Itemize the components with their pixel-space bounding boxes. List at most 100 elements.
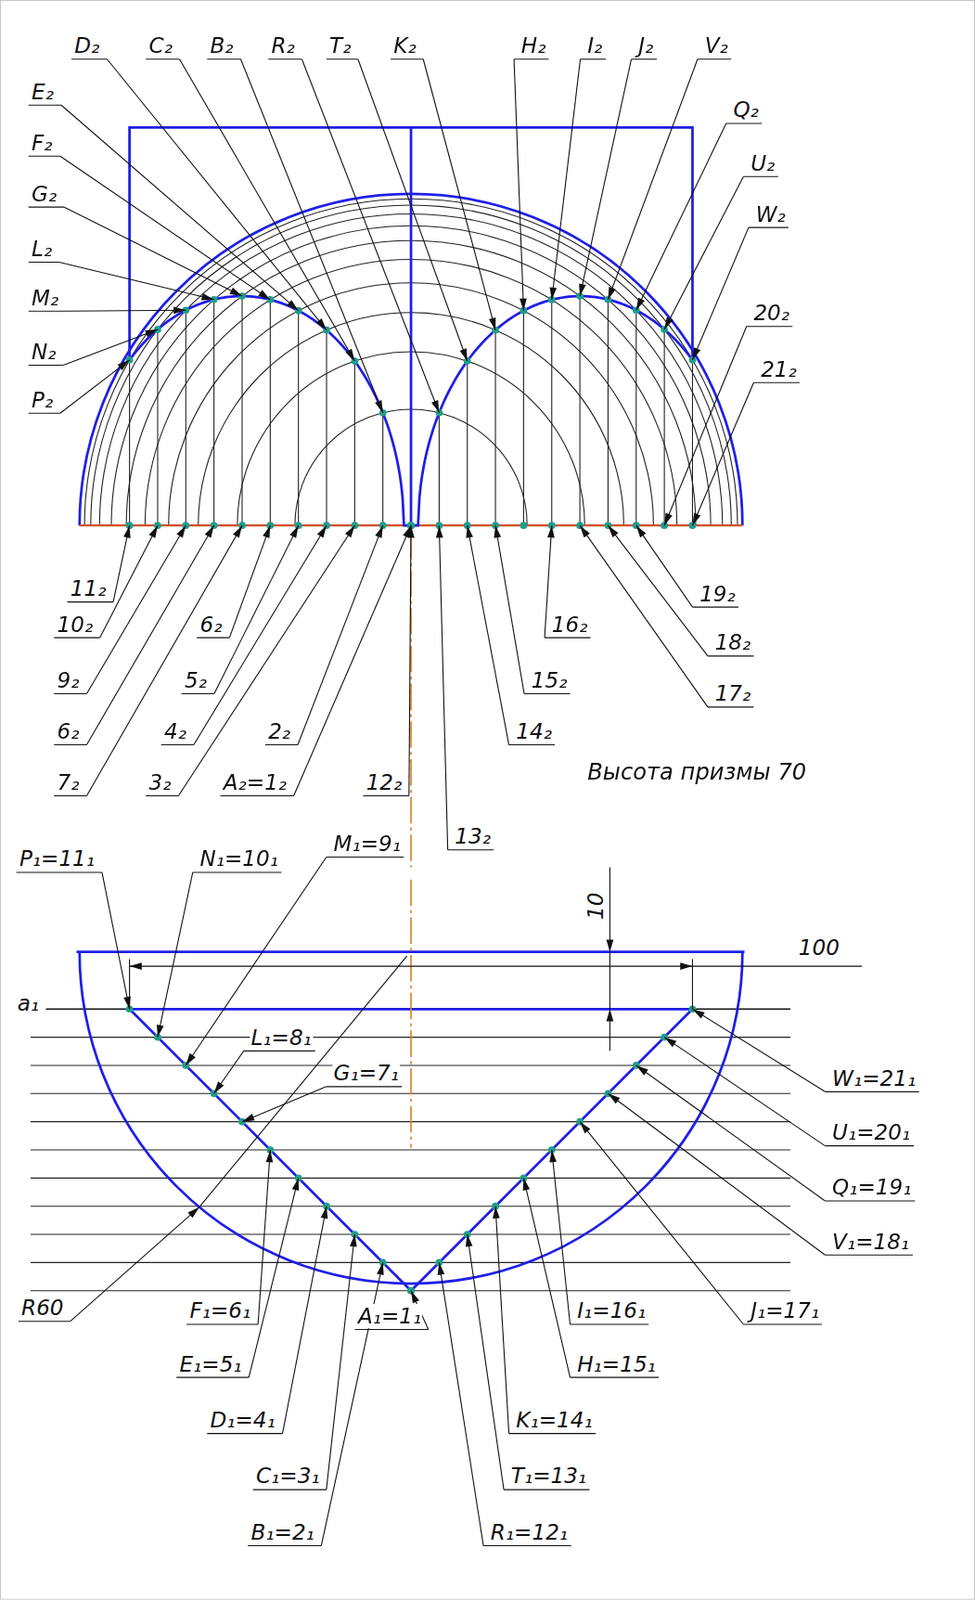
label-shelf	[326, 58, 359, 60]
leader-line	[297, 525, 384, 745]
point-label: M₂	[30, 285, 60, 310]
leader-arrow	[578, 282, 587, 296]
leader-arrow	[266, 1149, 274, 1162]
leader-arrow	[460, 347, 468, 361]
leader-line	[326, 1233, 356, 1489]
label-shelf	[513, 58, 549, 60]
point-label: P₁=11₁	[18, 846, 96, 871]
leader-line	[607, 59, 698, 300]
point-label: 14₂	[514, 718, 553, 744]
point-label: 4₂	[163, 718, 188, 744]
projection-line	[325, 330, 327, 526]
leader-line	[65, 309, 186, 311]
leader-line	[636, 525, 693, 607]
leader-line	[636, 1064, 826, 1201]
projection-line	[213, 299, 215, 526]
label-shelf	[28, 261, 60, 263]
point-label: T₂	[328, 33, 353, 58]
projection-line	[354, 360, 356, 526]
label-shelf	[206, 58, 241, 60]
leader-line	[495, 1205, 510, 1434]
projection-line	[635, 309, 637, 526]
point-label: F₂	[30, 130, 54, 155]
leader-line	[579, 59, 631, 296]
leader-line	[214, 1050, 244, 1093]
label-shelf	[570, 1376, 660, 1378]
label-shelf	[28, 206, 65, 208]
leader-line	[60, 359, 130, 413]
projection-line	[382, 412, 384, 526]
leader-line	[229, 525, 270, 638]
leader-arrow	[579, 525, 591, 538]
label-shelf	[390, 58, 424, 60]
point-label: 6₂	[55, 718, 80, 744]
point-label: C₂	[147, 33, 174, 58]
label-shelf	[824, 1144, 914, 1146]
leader-arrow	[286, 299, 298, 311]
point-label: K₁=14₁	[514, 1407, 594, 1432]
leader-line	[664, 176, 744, 330]
point-label: E₁=5₁	[178, 1351, 243, 1376]
point-label: R₂	[269, 33, 296, 58]
point-label: V₂	[704, 33, 730, 58]
label-shelf	[268, 58, 302, 60]
point-label: 3₂	[147, 769, 172, 795]
point-label: 9₂	[55, 667, 80, 693]
leader-line	[214, 525, 299, 693]
label-shelf	[145, 795, 179, 796]
label-shelf	[824, 1199, 915, 1201]
leader-arrow	[607, 525, 618, 538]
leader-arrow	[407, 525, 415, 538]
point-label: N₁=10₁	[198, 846, 280, 871]
point-label: H₁=15₁	[576, 1351, 657, 1376]
leader-line	[551, 59, 581, 300]
leader-arrow	[494, 525, 502, 539]
leader-line	[495, 525, 525, 693]
leader-arrow	[320, 1205, 329, 1219]
point-label: V₁=18₁	[831, 1229, 911, 1254]
point-label: 17₂	[714, 680, 753, 706]
leader-arrow	[410, 1290, 420, 1304]
level-line	[30, 1232, 791, 1234]
leader-arrow	[173, 307, 186, 315]
point-label: U₂	[749, 151, 776, 176]
label-shelf	[186, 1322, 258, 1324]
label-shelf	[53, 637, 100, 639]
point-label: W₂	[755, 202, 787, 227]
leader-line	[86, 525, 186, 693]
label-shelf	[748, 227, 789, 229]
leader-line	[692, 1008, 825, 1091]
leader-arrow	[636, 1064, 649, 1076]
point-dot	[660, 325, 668, 334]
leader-line	[636, 123, 727, 310]
point-label: R₁=12₁	[489, 1519, 569, 1544]
projection-line	[692, 359, 693, 526]
leader-arrow	[229, 287, 243, 296]
leader-arrow	[345, 525, 355, 538]
projection-line	[579, 295, 581, 526]
level-line	[30, 1261, 791, 1263]
projection-line	[269, 299, 271, 526]
projection-line	[241, 295, 243, 526]
projection-line	[495, 330, 497, 526]
point-label: G₁=7₁	[332, 1060, 400, 1085]
point-label: A₂=1₂	[222, 769, 289, 795]
projection-line	[185, 309, 187, 526]
label-shelf	[176, 1376, 249, 1378]
label-shelf	[503, 1488, 590, 1490]
label-shelf	[580, 58, 606, 60]
level-line	[30, 1064, 791, 1065]
leader-arrow	[316, 318, 327, 331]
point-label: 6₂	[198, 612, 223, 637]
label-shelf	[18, 1320, 71, 1322]
point-label: P₂	[30, 387, 54, 412]
point-label: G₂	[30, 181, 58, 206]
section-curve	[129, 295, 411, 526]
label-shelf	[253, 1488, 327, 1490]
point-label: W₁=21₁	[831, 1065, 917, 1091]
projection-line	[523, 310, 525, 526]
point-label: B₂	[208, 33, 234, 58]
projection-line	[607, 299, 609, 526]
